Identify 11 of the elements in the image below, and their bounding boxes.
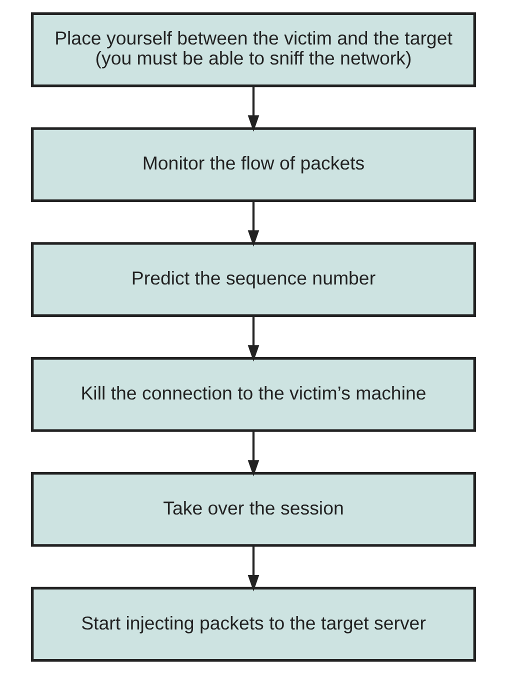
arrow [248, 430, 260, 476]
node-box: Take over the session [31, 472, 476, 547]
arrow [248, 200, 260, 247]
arrow [248, 546, 260, 592]
node-box: Predict the sequence number [31, 242, 476, 317]
arrow [248, 316, 260, 362]
node-box: Monitor the flow of packets [31, 127, 476, 202]
node-box: Kill the connection to the victim’s machine [31, 357, 476, 432]
node-box: Place yourself between the victim and the target (you must be able to sniff the network) [31, 12, 476, 88]
node-box: Start injecting packets to the target server [31, 586, 476, 662]
arrow [248, 86, 260, 132]
